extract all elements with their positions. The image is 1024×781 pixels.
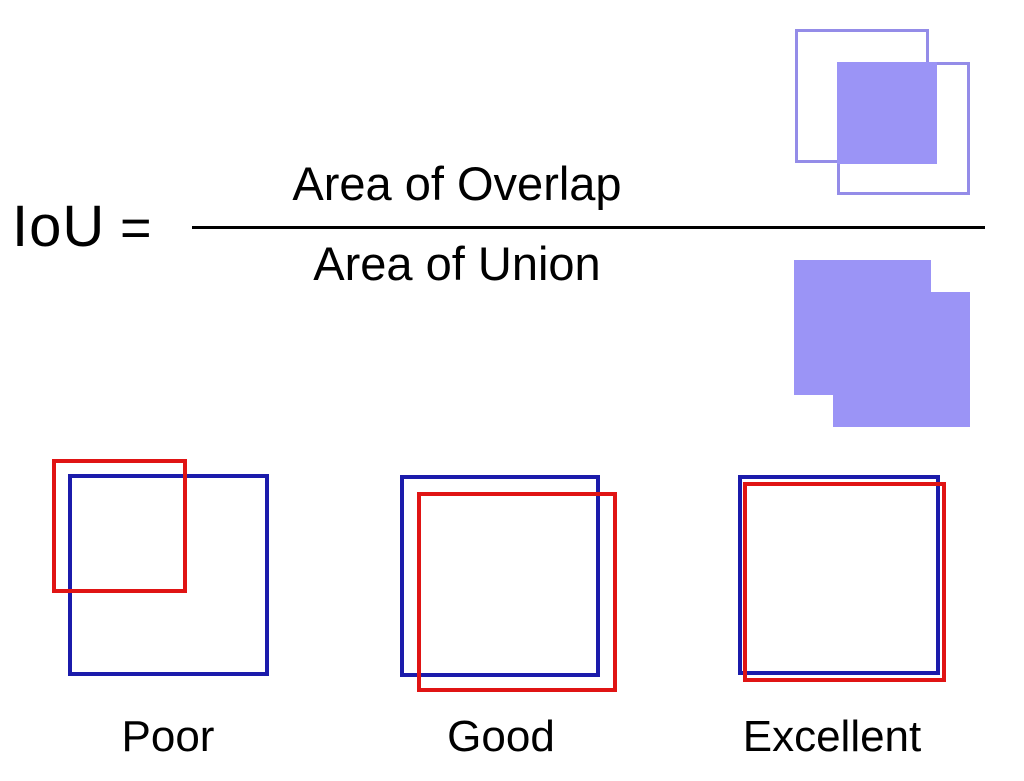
equals-sign: =: [120, 198, 152, 258]
excellent-prediction-box: [743, 482, 946, 682]
fraction-bar: [192, 226, 985, 229]
excellent-label: Excellent: [742, 712, 922, 761]
poor-prediction-box: [52, 459, 187, 593]
good-label: Good: [447, 712, 555, 761]
poor-ground-truth-box: [68, 474, 269, 676]
excellent-ground-truth-box: [738, 475, 940, 675]
union-square-2-icon: [833, 292, 970, 427]
overlap-intersection-fill-icon: [837, 62, 937, 164]
good-ground-truth-box: [400, 475, 600, 677]
poor-label: Poor: [121, 712, 215, 761]
formula-numerator: Area of Overlap: [292, 157, 622, 210]
good-prediction-box: [417, 492, 617, 692]
formula-lhs: IoU: [12, 194, 106, 259]
formula-denominator: Area of Union: [313, 237, 601, 290]
